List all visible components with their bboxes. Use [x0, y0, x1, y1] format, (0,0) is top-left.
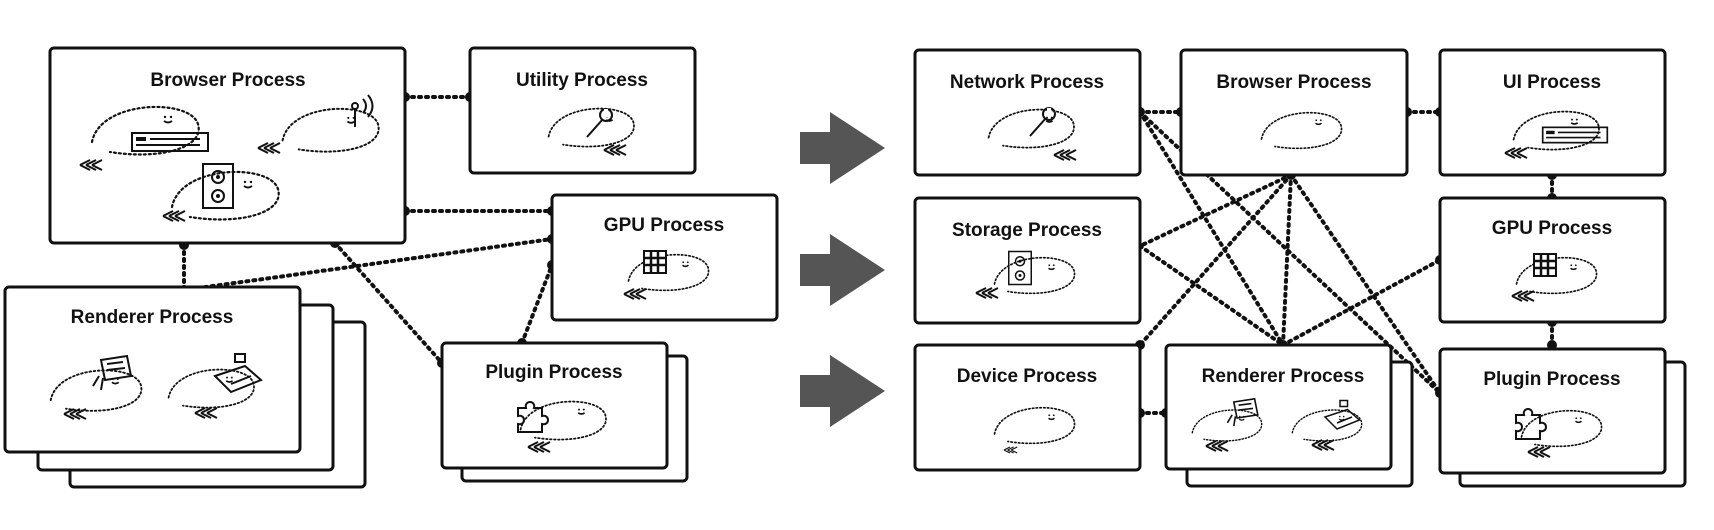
before-plugin-process: Plugin Process [440, 341, 689, 483]
after-gpu-label: GPU Process [1492, 218, 1612, 239]
after-renderer-process: Renderer Process [1164, 343, 1414, 488]
after-network-label: Network Process [950, 72, 1104, 93]
after-storage-label: Storage Process [952, 220, 1102, 241]
after-device-process: Device Process [913, 343, 1142, 472]
before-connections [179, 92, 557, 368]
after-network-process: Network Process [913, 48, 1142, 177]
before-plugin-label: Plugin Process [485, 362, 622, 383]
after-renderer-label: Renderer Process [1202, 366, 1365, 387]
before-utility-label: Utility Process [516, 70, 648, 91]
after-storage-process: Storage Process [913, 196, 1142, 325]
before-browser-process: Browser Process [48, 46, 407, 245]
after-ui-label: UI Process [1503, 72, 1601, 93]
before-renderer-process: Renderer Process [3, 285, 367, 489]
before-browser-label: Browser Process [150, 70, 305, 91]
before-gpu-label: GPU Process [604, 215, 724, 236]
before-gpu-process: GPU Process [550, 193, 779, 322]
after-device-label: Device Process [957, 366, 1098, 387]
before-utility-process: Utility Process [468, 46, 697, 175]
before-renderer-label: Renderer Process [71, 307, 234, 328]
arrow-right-icon [800, 112, 885, 427]
after-plugin-label: Plugin Process [1483, 369, 1620, 390]
after-browser-label: Browser Process [1216, 72, 1371, 93]
after-ui-process: UI Process [1438, 48, 1667, 177]
after-gpu-process: GPU Process [1438, 196, 1667, 324]
after-plugin-process: Plugin Process [1438, 347, 1687, 488]
after-browser-process: Browser Process [1179, 48, 1409, 177]
